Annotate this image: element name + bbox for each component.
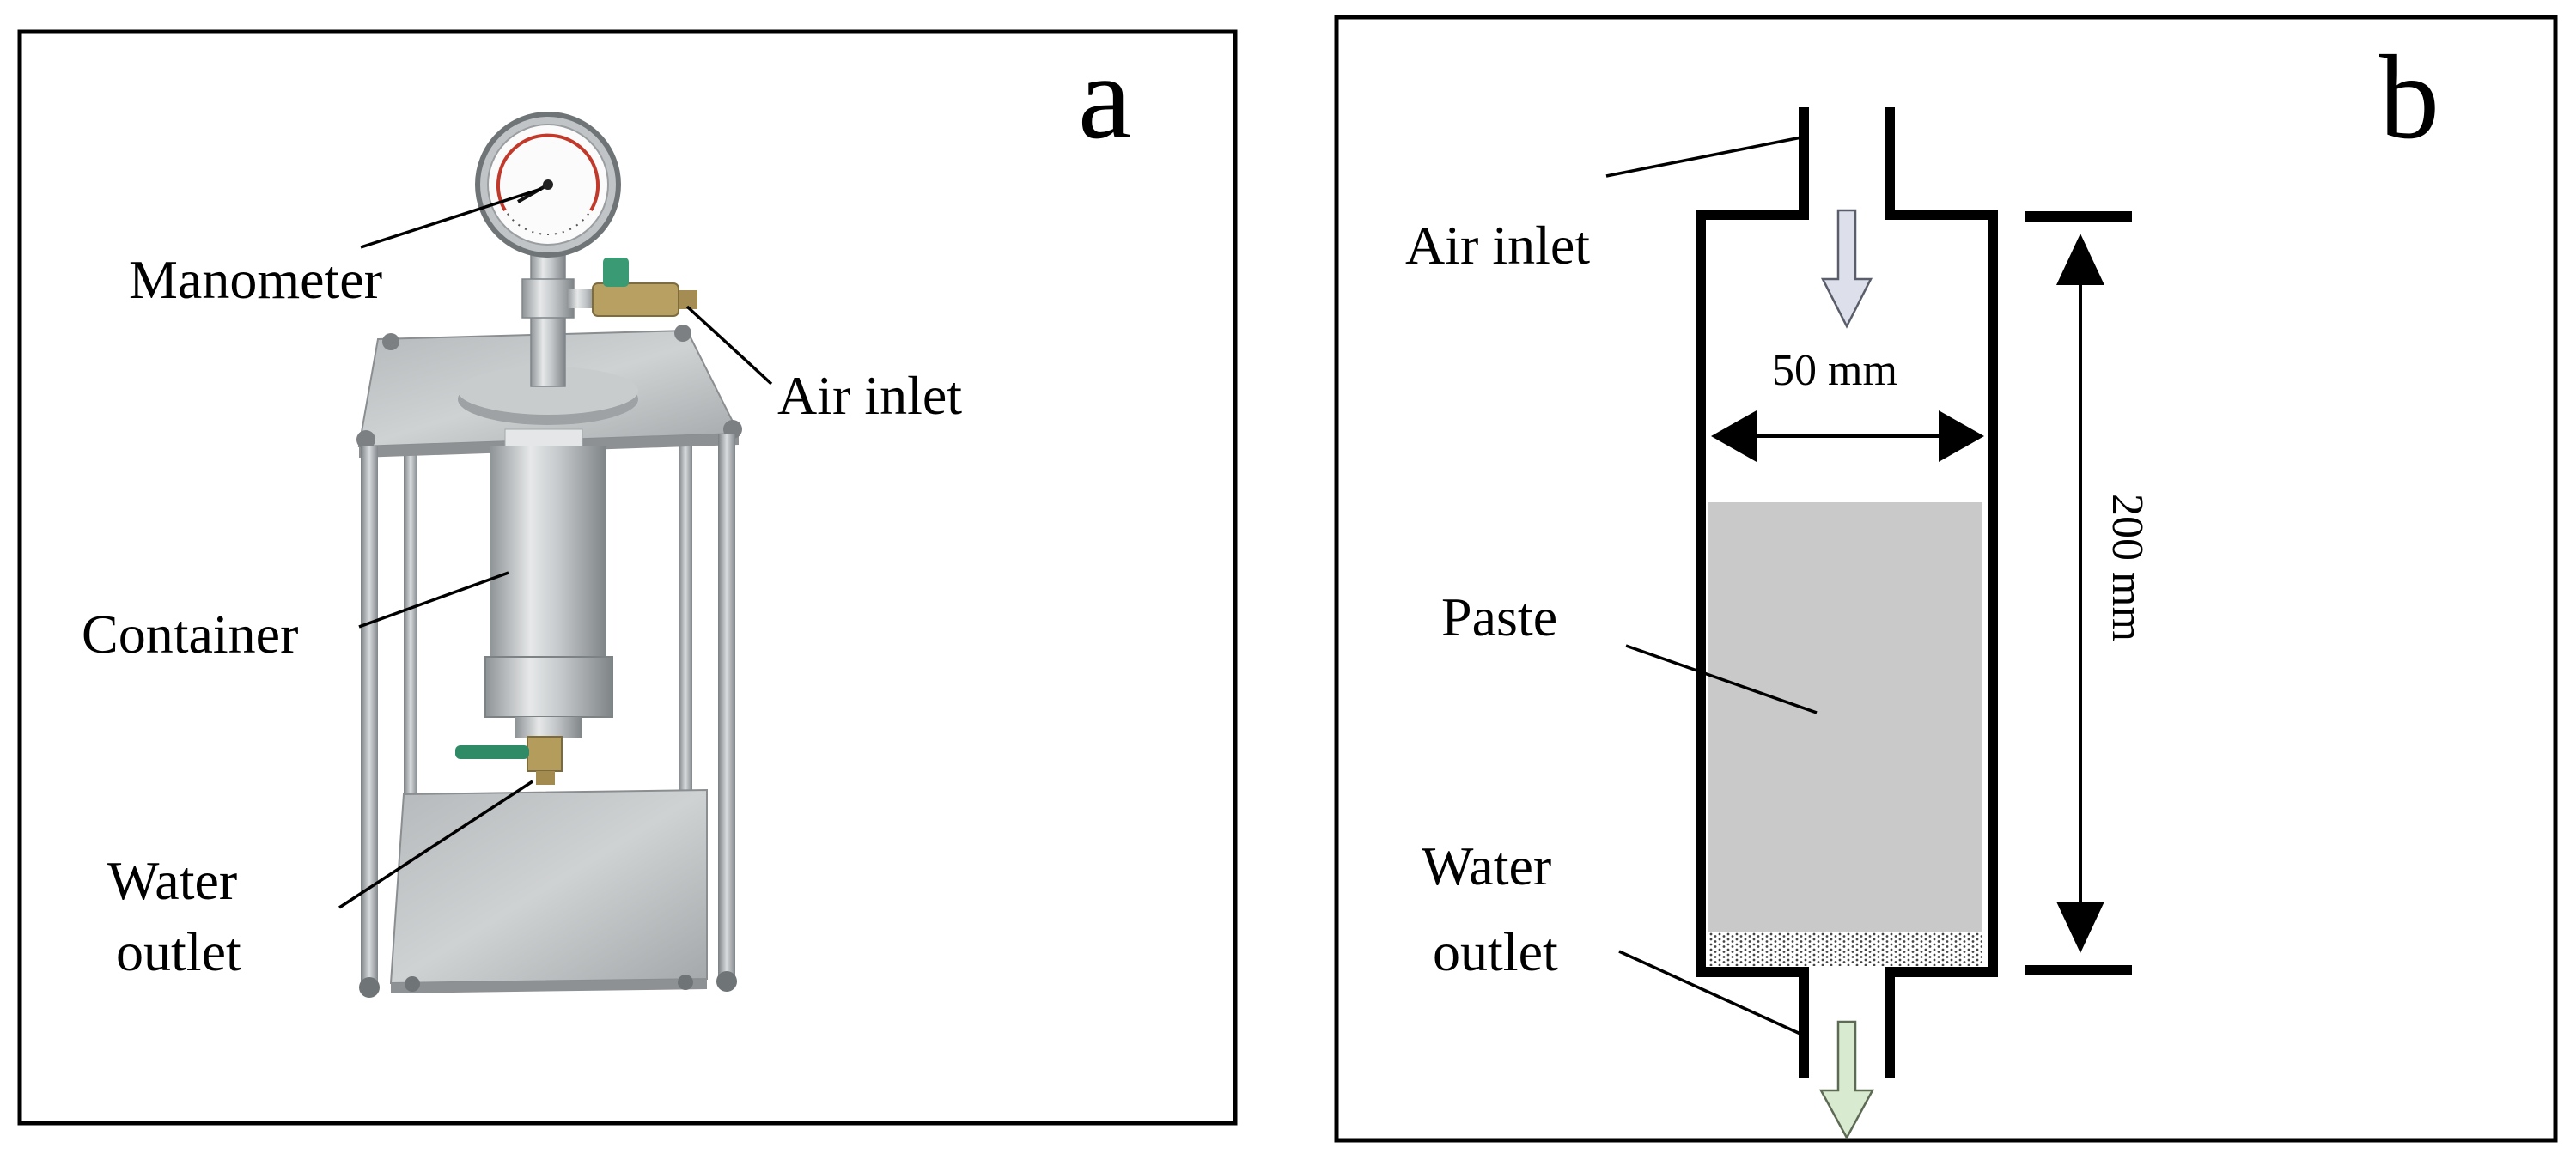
- label-outlet-b: outlet: [1433, 921, 1558, 982]
- water-arrow: [1818, 1020, 1875, 1140]
- panel-b-letter: b: [2379, 31, 2439, 164]
- filter-layer: [1708, 932, 1982, 966]
- label-water-b: Water: [1422, 835, 1551, 896]
- label-outlet-a: outlet: [116, 921, 241, 982]
- vessel-outline: [1696, 107, 1998, 1078]
- apparatus-photo: [356, 112, 742, 998]
- width-dimension: [1711, 410, 1984, 462]
- panel-a-letter: a: [1078, 31, 1131, 164]
- air-arrow: [1820, 209, 1873, 329]
- label-manometer: Manometer: [129, 249, 382, 310]
- label-air-inlet-b: Air inlet: [1405, 215, 1590, 276]
- panel-b: b 50 mm 200 mm: [1334, 15, 2558, 1143]
- panel-b-leaders: [1605, 136, 1818, 1036]
- label-water-a: Water: [107, 850, 237, 911]
- height-dimension: [2025, 211, 2132, 975]
- label-width: 50 mm: [1772, 346, 1897, 395]
- label-paste: Paste: [1441, 586, 1557, 647]
- paste-fill: [1708, 502, 1982, 932]
- panel-a-leaders: [338, 187, 773, 909]
- label-container: Container: [82, 604, 298, 665]
- label-height: 200 mm: [2103, 494, 2152, 641]
- label-air-inlet-a: Air inlet: [777, 365, 962, 426]
- panel-a: a: [17, 29, 1238, 1126]
